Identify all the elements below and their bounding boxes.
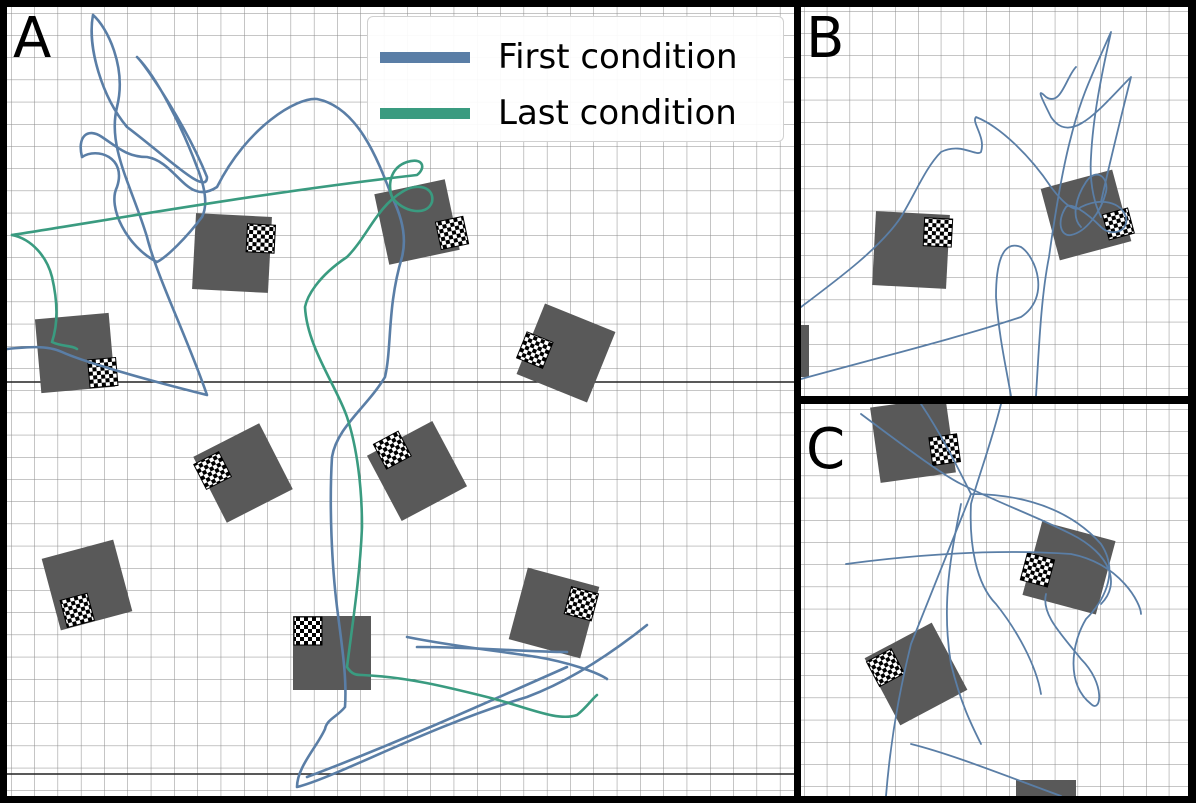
block-9 (293, 616, 371, 690)
last-condition-trajectory (10, 159, 599, 719)
block-b-1 (872, 211, 954, 289)
first-condition-trajectory (7, 13, 649, 789)
block-3 (34, 312, 119, 394)
block-1 (192, 213, 277, 293)
block-c-3 (864, 622, 968, 726)
block-4 (515, 303, 616, 403)
block-c-2 (1019, 521, 1116, 615)
panel-c: C (801, 404, 1188, 796)
legend-item-first: First condition (380, 37, 738, 77)
panel-a-label: A (13, 7, 52, 71)
legend-item-last: Last condition (380, 93, 737, 133)
legend: First condition Last condition (367, 16, 784, 142)
c-trajectory (845, 404, 1142, 796)
panel-c-figure (801, 404, 1188, 796)
legend-swatch-first (380, 51, 470, 63)
legend-swatch-last (380, 107, 470, 119)
grid-c (801, 404, 1188, 796)
grid-b (801, 7, 1188, 396)
legend-label-last: Last condition (498, 93, 737, 133)
block-7 (41, 539, 133, 631)
panel-b: B (801, 7, 1188, 396)
panel-b-label: B (806, 7, 845, 71)
panel-b-figure (801, 7, 1188, 396)
block-5 (193, 423, 293, 523)
legend-label-first: First condition (498, 37, 738, 77)
panel-c-label: C (806, 417, 846, 482)
block-8 (508, 567, 600, 659)
block-6 (366, 420, 468, 522)
b-trajectory (801, 31, 1132, 396)
panel-a: A First condition Last condition (7, 7, 794, 796)
